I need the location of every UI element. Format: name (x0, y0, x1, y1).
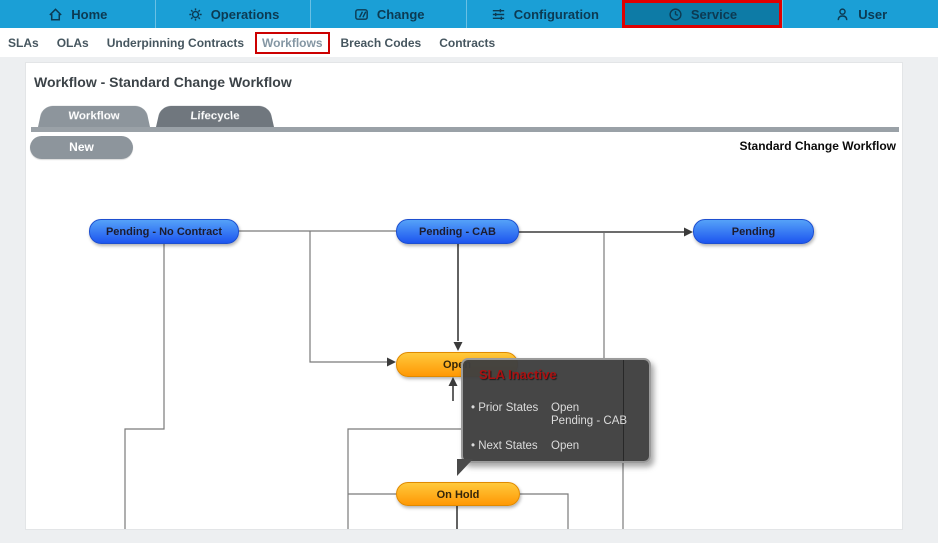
nav-item-label: Service (690, 6, 738, 22)
nav-item-label: Configuration (513, 6, 599, 22)
new-button[interactable]: New (30, 136, 133, 159)
arrowhead (387, 357, 396, 367)
service-submenu: SLAs OLAs Underpinning Contracts Workflo… (0, 28, 938, 57)
nav-item-label: Home (71, 6, 108, 22)
home-icon (47, 6, 64, 23)
sla-tooltip: SLA Inactive Prior States Open Pending -… (457, 358, 651, 476)
connector-line (309, 231, 387, 363)
nav-item-operations[interactable]: Operations (154, 0, 311, 28)
submenu-item-underpinning-contracts[interactable]: Underpinning Contracts (106, 35, 245, 50)
nav-item-configuration[interactable]: Configuration (466, 0, 622, 28)
tooltip-row-label: Next States (471, 440, 551, 453)
workflow-node-on-hold[interactable]: On Hold (396, 482, 520, 506)
workflow-node-pending-cab[interactable]: Pending - CAB (396, 219, 519, 244)
tab-workflow[interactable]: Workflow (38, 105, 150, 127)
arrowhead (453, 342, 463, 351)
submenu-item-breach-codes[interactable]: Breach Codes (340, 35, 422, 50)
submenu-item-slas[interactable]: SLAs (8, 35, 39, 50)
nav-item-change[interactable]: Change (310, 0, 466, 28)
tooltip-row-value: Open (551, 402, 580, 414)
tooltip-row-value: Open (551, 440, 580, 452)
submenu-item-contracts[interactable]: Contracts (439, 35, 496, 50)
nav-item-label: Change (376, 6, 425, 22)
operations-icon (187, 6, 204, 23)
arrowhead (684, 227, 693, 237)
nav-item-label: Operations (210, 6, 280, 22)
nav-item-home[interactable]: Home (0, 0, 155, 28)
workflow-connectors (124, 227, 693, 529)
workflow-name-label: Standard Change Workflow (739, 139, 896, 153)
nav-item-label: User (858, 6, 888, 22)
page-title: Workflow - Standard Change Workflow (34, 74, 292, 90)
tooltip-next-states-row: Next States Open (471, 440, 579, 453)
connector-line (520, 493, 569, 529)
connector-line-through-tooltip (623, 360, 624, 461)
tooltip-prior-states-row: Prior States Open Pending - CAB (471, 402, 627, 428)
tooltip-title: SLA Inactive (479, 367, 557, 382)
service-icon (667, 6, 684, 23)
tooltip-row-label: Prior States (471, 402, 551, 428)
user-icon (834, 6, 851, 23)
workflow-panel: Workflow - Standard Change Workflow Work… (25, 62, 903, 530)
configuration-icon (490, 6, 507, 23)
submenu-item-olas[interactable]: OLAs (56, 35, 89, 50)
workflow-node-pending[interactable]: Pending (693, 219, 814, 244)
tab-bar-divider (31, 127, 899, 132)
tooltip-row-value: Pending - CAB (551, 415, 628, 427)
nav-item-user[interactable]: User (782, 0, 938, 28)
top-navigation: Home Operations Change Configuration Ser… (0, 0, 938, 28)
workflow-node-pending-no-contract[interactable]: Pending - No Contract (89, 219, 239, 244)
submenu-item-workflows[interactable]: Workflows (255, 31, 330, 54)
connector-line (124, 244, 165, 529)
arrowhead (448, 377, 458, 386)
connector-line (347, 428, 463, 529)
nav-item-service[interactable]: Service (621, 0, 783, 28)
change-icon (353, 6, 370, 23)
